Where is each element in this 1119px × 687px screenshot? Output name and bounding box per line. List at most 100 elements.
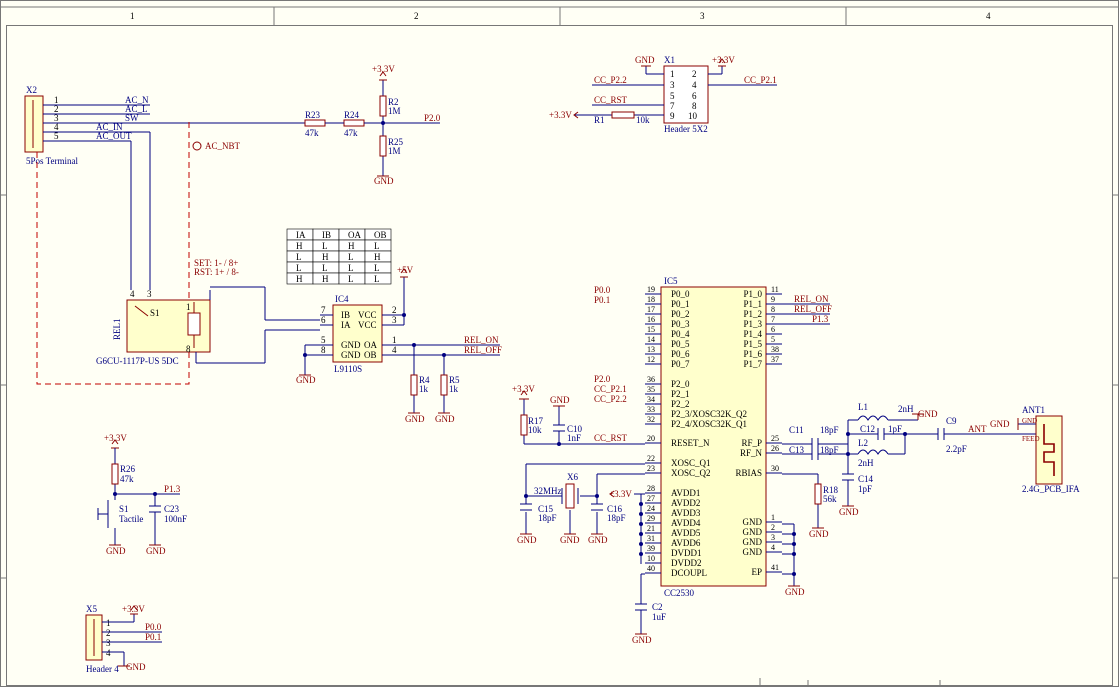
x5-pin1: 1 (106, 618, 111, 628)
ant1-pin-gnd: GND (1022, 417, 1037, 425)
ic5-pin-number: 9 (771, 295, 775, 304)
truth-table-header: OA (348, 230, 361, 240)
r24-value: 47k (344, 128, 358, 138)
truth-table-cell: L (374, 263, 380, 273)
c13-value: 18pF (820, 445, 839, 455)
r26-value: 47k (120, 474, 134, 484)
ic5-pin-number: 20 (647, 434, 655, 443)
x5-power: +3.3V (122, 604, 145, 614)
ic4-gnd2: GND (341, 350, 361, 360)
ic5-pin-name: P0_6 (671, 349, 690, 359)
ic5-pin-name: P0_0 (671, 289, 690, 299)
c16-value: 18pF (607, 513, 626, 523)
ic5-pin-name: AVDD5 (671, 528, 701, 538)
truth-table-cell: L (374, 274, 380, 284)
l1-ref: L1 (858, 402, 868, 412)
ic4-value: L9110S (334, 364, 362, 374)
reset-button-s1: +3.3V R26 47k P1.3 S1 Tactile C23 100nF … (97, 433, 187, 556)
l2-value: 2nH (858, 458, 874, 468)
ant1-pin-feed: FEED (1022, 435, 1040, 443)
truth-table-header: OB (374, 230, 387, 240)
ic5-pin-number: 40 (647, 564, 655, 573)
truth-table-cell: H (296, 241, 303, 251)
ic5-pin-number: 10 (647, 554, 655, 563)
truth-table-cell: H (296, 274, 303, 284)
ic4-pin1: 1 (392, 335, 397, 345)
ic5-net-cc-p22: CC_P2.2 (594, 394, 627, 404)
ic5-pin-name: P0_5 (671, 339, 690, 349)
r17-value: 10k (528, 425, 542, 435)
ic5-pin-name: P1_3 (743, 319, 762, 329)
power-5v-label: +5V (397, 265, 414, 275)
c13-ref: C13 (789, 445, 805, 455)
truth-table-cell: L (296, 263, 302, 273)
ic4-l9110s: IC4 L9110S IB IA GND GND VCC VCC OA OB 7… (296, 265, 502, 424)
x6-gnd: GND (560, 535, 580, 545)
c10-ref: C10 (567, 424, 583, 434)
c2-value: 1uF (652, 612, 666, 622)
ic4-pin3: 3 (392, 315, 397, 325)
connector-x1: X1 Header 5X2 1 3 5 7 9 2 4 6 8 10 R1 10… (549, 55, 777, 134)
ic4-pin8: 8 (321, 345, 326, 355)
ic5-net-p20: P2.0 (594, 374, 611, 384)
gnd-label: GND (374, 176, 394, 186)
ic4-vcc2: VCC (358, 320, 377, 330)
r23-value: 47k (305, 128, 319, 138)
ic5-pin-number: 6 (771, 325, 775, 334)
ic5-pin-number: 35 (647, 385, 655, 394)
ic5-net-cc-rst: CC_RST (594, 433, 628, 443)
ic5-pin-number: 8 (771, 305, 775, 314)
rel1-pin3: 3 (147, 289, 152, 299)
ic5-pin-name: AVDD1 (671, 488, 700, 498)
r2-value: 1M (388, 106, 401, 116)
ic4-net-rel-off: REL_OFF (464, 345, 502, 355)
c10-gnd: GND (550, 395, 570, 405)
ic5-pin-number: 31 (647, 534, 655, 543)
rel1-ref: REL1 (112, 319, 122, 341)
x5-pin4: 4 (106, 648, 111, 658)
ac-nbt-label: AC_NBT (205, 141, 241, 151)
ic5-pin-name: AVDD2 (671, 498, 700, 508)
ic4-ref: IC4 (335, 294, 349, 304)
c15-ref: C15 (538, 504, 554, 514)
r4-value: 1k (419, 384, 429, 394)
c23-ref: C23 (164, 504, 180, 514)
rel1-pin8: 8 (186, 344, 191, 354)
ic5-net-rel-on: REL_ON (794, 294, 829, 304)
x2-value: 5Pos Terminal (26, 156, 78, 166)
x5-pin3: 3 (106, 638, 111, 648)
c15-value: 18pF (538, 513, 557, 523)
ic5-pin-name: DCOUPL (671, 568, 707, 578)
ic4-pin5: 5 (321, 335, 326, 345)
ic5-left-nets: P0.0 P0.1 P2.0 CC_P2.1 CC_P2.2 CC_RST (512, 285, 666, 645)
ic5-pin-name: P1_6 (743, 349, 762, 359)
r18-gnd: GND (809, 529, 829, 539)
net-ant-label: ANT (968, 424, 987, 434)
x1-pin5: 5 (670, 91, 675, 101)
net-ac-out: AC_OUT (96, 131, 132, 141)
c16-gnd: GND (588, 535, 608, 545)
r18-value: 56k (823, 494, 837, 504)
r5-ref: R5 (449, 375, 460, 385)
ic5-pin-name: RESET_N (671, 438, 710, 448)
ic4-ib: IB (341, 310, 350, 320)
net-p20-label: P2.0 (424, 113, 441, 123)
ic5-pin-name: P1_2 (743, 309, 762, 319)
ic4-vcc1: VCC (358, 310, 377, 320)
x1-pin10: 10 (688, 111, 698, 121)
power-3v3-label: +3.3V (372, 64, 395, 74)
ic5-cc2530: IC5 CC2530 P0_019P0_118P0_217P0_316P0_41… (645, 276, 782, 598)
r26-ref: R26 (120, 464, 136, 474)
ic5-pin-number: 1 (771, 513, 775, 522)
r17-power: +3.3V (512, 384, 535, 394)
x2-pin4: 4 (54, 122, 59, 132)
ic4-oa: OA (364, 340, 377, 350)
ic5-pin-name: AVDD6 (671, 538, 701, 548)
ic4-pin6: 6 (321, 315, 326, 325)
ic5-pin-name: P0_3 (671, 319, 690, 329)
ic5-pin-number: 38 (771, 345, 779, 354)
ic5-pin-name: P1_7 (743, 359, 762, 369)
net-ac-l: AC_L (125, 104, 148, 114)
s1-gnd: GND (106, 546, 126, 556)
